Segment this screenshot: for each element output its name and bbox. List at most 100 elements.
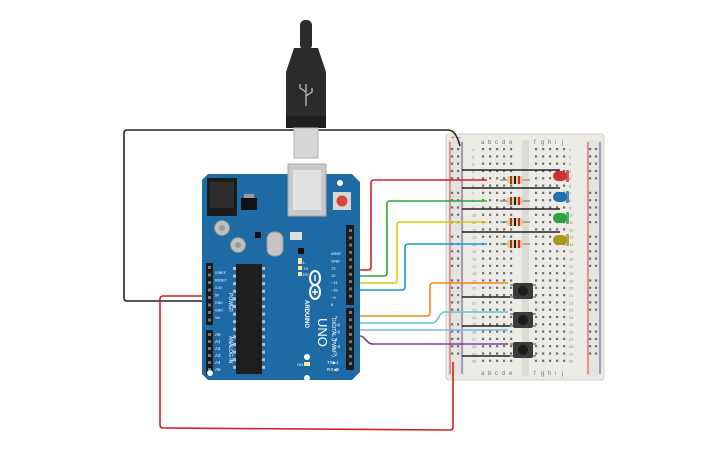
bb-row-label-left: 25 — [472, 322, 477, 327]
digital-pin-label: ~11 — [331, 280, 338, 285]
bb-row-label-left: 12 — [472, 227, 477, 232]
bb-row-label-left: 27 — [472, 337, 477, 342]
bb-row-label-left: 21 — [472, 293, 477, 298]
digital-pin-label: 8 — [331, 302, 334, 307]
bb-row-label-right: 20 — [569, 286, 574, 291]
analog-in-label: ANALOG IN — [227, 336, 233, 364]
digital-pin-labels-bottom: 7~6~54~32 — [335, 315, 341, 357]
bb-row-label-right: 16 — [569, 257, 574, 262]
bb-row-label-right: 29 — [569, 351, 574, 356]
bb-row-label-left: 6 — [472, 184, 475, 189]
svg-text:TX: TX — [303, 266, 308, 271]
black-wire-gnd[interactable] — [123, 129, 461, 302]
bb-row-label-left: 28 — [472, 344, 477, 349]
pushbutton-3[interactable] — [510, 342, 536, 358]
leds — [553, 170, 569, 246]
onboard-led-tx — [298, 266, 302, 270]
bb-col-label-top: e — [509, 140, 513, 146]
bb-row-label-left: 1 — [472, 147, 475, 152]
bb-row-label-left: 26 — [472, 330, 477, 335]
wire-pin-4[interactable] — [354, 335, 508, 345]
red-led[interactable] — [553, 170, 569, 182]
bb-row-label-right: 14 — [569, 242, 574, 247]
bb-col-label-top: i — [555, 140, 556, 146]
digital-pin-label: AREF — [331, 251, 342, 256]
bb-row-label-right: 23 — [569, 308, 574, 313]
wire-pin-11[interactable] — [354, 221, 487, 284]
onboard-led-on — [304, 362, 310, 366]
wire-pin-10[interactable] — [354, 243, 487, 291]
bb-row-label-right: 19 — [569, 278, 574, 283]
breadboard-holes — [451, 148, 598, 362]
bb-row-label-left: 7 — [472, 191, 475, 196]
bb-row-label-right: 9 — [569, 205, 572, 210]
bb-row-label-left: 9 — [472, 205, 475, 210]
bb-row-label-right: 25 — [569, 322, 574, 327]
resistor-4[interactable] — [500, 240, 530, 248]
bb-row-label-left: 29 — [472, 351, 477, 356]
analog-pin-label: A0 — [215, 332, 221, 337]
digital-pin-label: 7 — [335, 315, 338, 320]
usb-plug-metal — [293, 127, 319, 159]
digital-header-bottom[interactable] — [346, 308, 354, 370]
bb-row-label-left: 24 — [472, 315, 477, 320]
reset-button[interactable] — [336, 195, 348, 207]
txrx-pin-label: RX◀0 — [327, 367, 340, 372]
wire-pin-12[interactable] — [354, 200, 487, 277]
bb-row-label-left: 22 — [472, 300, 477, 305]
green-led[interactable] — [553, 212, 569, 224]
digital-pin-label: ~10 — [331, 288, 339, 293]
analog-pin-label: A4 — [215, 360, 221, 365]
pushbutton-1[interactable] — [510, 283, 536, 299]
onboard-led-rx — [298, 272, 302, 276]
wire-pin-6[interactable] — [354, 311, 508, 324]
resistor-2[interactable] — [500, 197, 530, 205]
bb-row-label-right: 24 — [569, 315, 574, 320]
digital-pin-label: ~9 — [331, 295, 336, 300]
blue-led[interactable] — [553, 191, 569, 203]
bb-row-label-right: 1 — [569, 147, 572, 152]
bb-col-label-top: d — [502, 140, 505, 146]
yellow-led[interactable] — [553, 234, 569, 246]
bb-col-label-bottom: f — [534, 371, 536, 377]
pushbutton-2[interactable] — [510, 312, 536, 328]
resistor-1[interactable] — [500, 176, 530, 184]
analog-header[interactable] — [206, 330, 213, 375]
bb-col-label-bottom: i — [555, 371, 556, 377]
bb-row-label-right: 18 — [569, 271, 574, 276]
bb-col-label-top: g — [541, 140, 544, 146]
power-pin-label: Vin — [215, 316, 220, 320]
bb-col-label-top: h — [548, 140, 551, 146]
digital-pin-label: 4 — [335, 337, 338, 342]
analog-pin-label: A1 — [215, 339, 221, 344]
analog-pin-label: A3 — [215, 353, 221, 358]
bb-row-label-right: 2 — [569, 154, 572, 159]
center-channel — [522, 140, 529, 376]
red-wire-5v[interactable] — [159, 295, 454, 431]
bb-col-label-bottom: j — [561, 371, 563, 377]
rail-minus-label: − — [457, 135, 461, 142]
digital-pin-label: GND — [331, 258, 340, 263]
power-header[interactable] — [206, 263, 213, 325]
power-pin-label: GND — [215, 309, 223, 313]
resistor-3[interactable] — [500, 218, 530, 226]
bb-row-label-left: 18 — [472, 271, 477, 276]
analog-pin-label: A2 — [215, 346, 221, 351]
wire-pin-13[interactable] — [354, 179, 487, 271]
bb-row-label-right: 27 — [569, 337, 574, 342]
power-pin-label: 3.3V — [215, 286, 223, 290]
bb-col-label-top: b — [488, 140, 492, 146]
wire-pin-7[interactable] — [354, 282, 508, 317]
digital-pin-label: 2 — [335, 352, 338, 357]
arduino-logo-icon — [309, 270, 321, 300]
bb-row-label-right: 6 — [569, 184, 572, 189]
bb-row-label-right: 7 — [569, 191, 572, 196]
bb-col-label-bottom: e — [509, 371, 513, 377]
digital-header-top[interactable] — [346, 225, 354, 305]
usb-cable[interactable] — [286, 20, 326, 159]
